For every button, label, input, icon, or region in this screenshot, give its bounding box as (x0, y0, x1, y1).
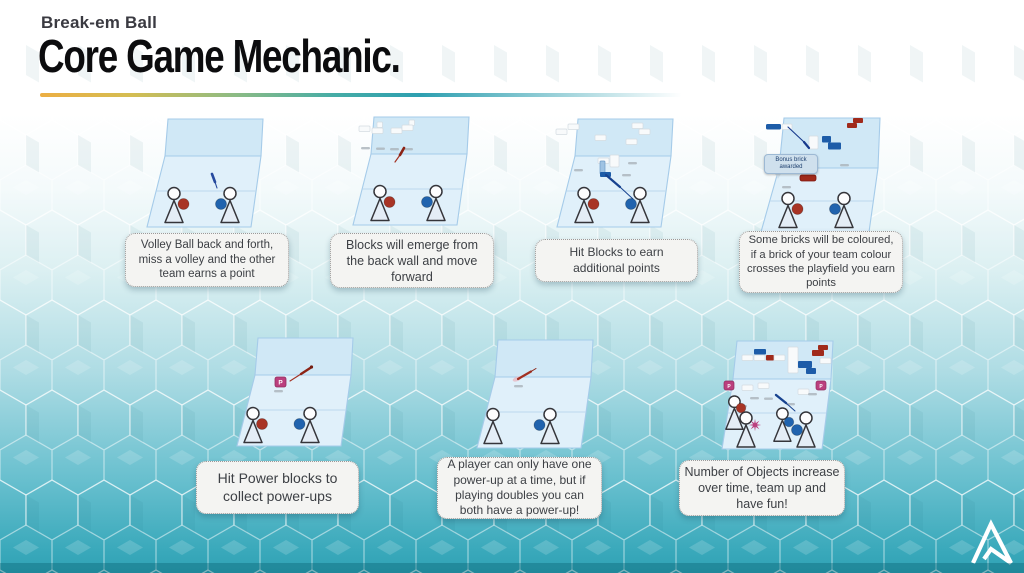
caption-power-blocks: Hit Power blocks to collect power-ups (196, 461, 359, 514)
accent-gradient-rule (40, 93, 695, 97)
caption-blocks-emerge: Blocks will emerge from the back wall an… (330, 233, 494, 288)
blue-z-brick (822, 136, 831, 143)
slide-kicker: Break-em Ball (41, 13, 157, 32)
ball-trail-blue (787, 126, 811, 150)
ball-trail-blue (210, 172, 218, 189)
caption-objects-increase: Number of Objects increase over time, te… (679, 460, 845, 516)
blue-ball (783, 416, 795, 428)
ball-trail-red (512, 368, 537, 382)
bottom-accent-bar (0, 563, 1024, 573)
blue-ball (829, 203, 841, 215)
red-ball (383, 196, 396, 208)
caption-coloured-bricks: Some bricks will be coloured, if a brick… (739, 231, 903, 293)
red-ball (256, 418, 268, 430)
playfield-volley (146, 118, 264, 228)
blue-ball (215, 198, 227, 210)
wall-bricks (741, 345, 832, 374)
white-bricks (555, 122, 651, 168)
slide-title: Core Game Mechanic. (38, 30, 401, 82)
playfield-power-block: P (236, 337, 354, 447)
power-up-star (748, 418, 762, 432)
caption-one-powerup: A player can only have one power-up at a… (437, 457, 602, 519)
blue-ball-2 (791, 424, 803, 436)
bonus-red-brick (799, 174, 817, 182)
blue-ball (421, 196, 433, 208)
red-z-brick (853, 118, 863, 123)
svg-text:P: P (727, 384, 731, 390)
red-ball (587, 198, 600, 210)
red-ball (177, 198, 190, 210)
svg-text:P: P (819, 384, 823, 390)
red-ball (791, 203, 804, 215)
ball-trail-red (289, 365, 314, 382)
ball-trail-red (394, 146, 406, 163)
power-block: P (274, 376, 287, 388)
peak-chevron-logo-icon (971, 519, 1013, 565)
ball-trail-blue (604, 173, 634, 200)
power-block-label: P (278, 380, 283, 387)
court (556, 118, 674, 228)
coloured-bricks (766, 118, 863, 182)
blue-bar-brick (766, 124, 781, 130)
mid-bricks: P P (723, 380, 827, 408)
tooltip-tail (774, 172, 782, 179)
court (352, 116, 470, 226)
red-ball (735, 402, 747, 414)
playfield-coloured-bricks (760, 117, 881, 233)
playfield-many-objects: P P (721, 340, 834, 450)
blue-ball (625, 198, 637, 210)
playfield-hit-blocks (555, 118, 674, 228)
brick-shadow (274, 390, 283, 393)
white-bricks (358, 119, 415, 134)
blue-ball (293, 418, 306, 430)
brick-shadow (514, 385, 523, 388)
playfield-blocks-emerge (352, 116, 470, 226)
bonus-brick-tooltip: Bonus brick awarded (764, 154, 818, 174)
ball-trail-blue (774, 393, 796, 412)
caption-volley: Volley Ball back and forth, miss a volle… (125, 233, 289, 287)
court (146, 118, 264, 228)
caption-hit-blocks: Hit Blocks to earn additional points (535, 239, 698, 282)
playfield-one-powerup (476, 339, 594, 449)
blue-ball (533, 419, 546, 431)
